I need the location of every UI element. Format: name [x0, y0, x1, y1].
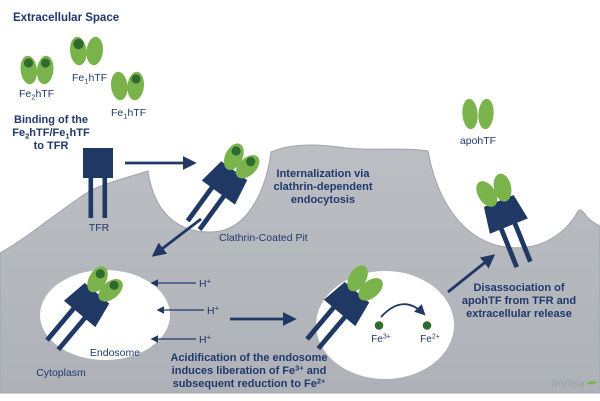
- fe2-label: Fe2+: [420, 334, 440, 346]
- proton-label: H+: [199, 333, 212, 347]
- watermark-text: InVitria: [552, 379, 585, 390]
- acidification-caption-line2: induces liberation of Fe3+ and: [172, 364, 327, 378]
- watermark-leaf-icon: [586, 381, 597, 385]
- proton-label: H+: [207, 304, 220, 318]
- endosome-label: Endosome: [90, 347, 140, 359]
- fe2htf-molecule: [20, 55, 54, 85]
- proton-label: H+: [199, 277, 212, 291]
- apohtf-molecule: [462, 98, 494, 130]
- disassociation-caption-line2: apohTF from TFR and: [462, 295, 576, 307]
- fe3-label: Fe3+: [371, 334, 391, 346]
- fe1htf-molecule-a: [70, 36, 103, 66]
- tfr-receptor: [83, 148, 113, 218]
- cytoplasm-label: Cytoplasm: [36, 367, 86, 379]
- binding-caption-line1: Binding of the: [14, 114, 88, 126]
- iron-atom-icon: [40, 58, 51, 68]
- fe3-ion-icon: [374, 321, 384, 330]
- tfr-label: TFR: [89, 222, 110, 234]
- internalization-caption-line1: Internalization via: [277, 168, 371, 180]
- invitria-watermark: InVitria: [552, 379, 597, 390]
- fe1htf-label-a: Fe1hTF: [72, 72, 107, 86]
- disassociation-caption-line1: Disassociation of: [473, 282, 564, 294]
- internalization-caption-line3: endocytosis: [291, 194, 355, 206]
- iron-atom-icon: [131, 74, 141, 84]
- apohtf-label: apohTF: [460, 135, 496, 147]
- internalization-arrow-icon: [151, 217, 202, 257]
- reduction-arc-arrow-icon: [380, 303, 426, 318]
- clathrin-pit-label: Clathrin-Coated Pit: [219, 232, 308, 244]
- endosome-1: [40, 270, 170, 360]
- iron-atom-icon: [23, 58, 34, 68]
- fe2htf-label: Fe2hTF: [19, 88, 54, 102]
- iron-atom-icon: [73, 38, 84, 50]
- internalization-caption-line2: clathrin-dependent: [273, 181, 372, 193]
- disassociation-caption-line3: extracellular release: [466, 308, 572, 320]
- extracellular-space-label: Extracellular Space: [13, 12, 119, 24]
- fe2-ion-icon: [422, 321, 432, 330]
- acidification-caption-line1: Acidification of the endosome: [170, 352, 327, 364]
- fe1htf-molecule-b: [111, 71, 144, 101]
- release-arrow-icon: [447, 254, 496, 294]
- binding-caption-line2: Fe2hTF/Fe1hTF: [12, 127, 90, 141]
- acidification-caption-line3: subsequent reduction to Fe2+: [173, 377, 326, 391]
- binding-caption-line3: to TFR: [34, 140, 69, 152]
- fe1htf-label-b: Fe1hTF: [111, 107, 146, 121]
